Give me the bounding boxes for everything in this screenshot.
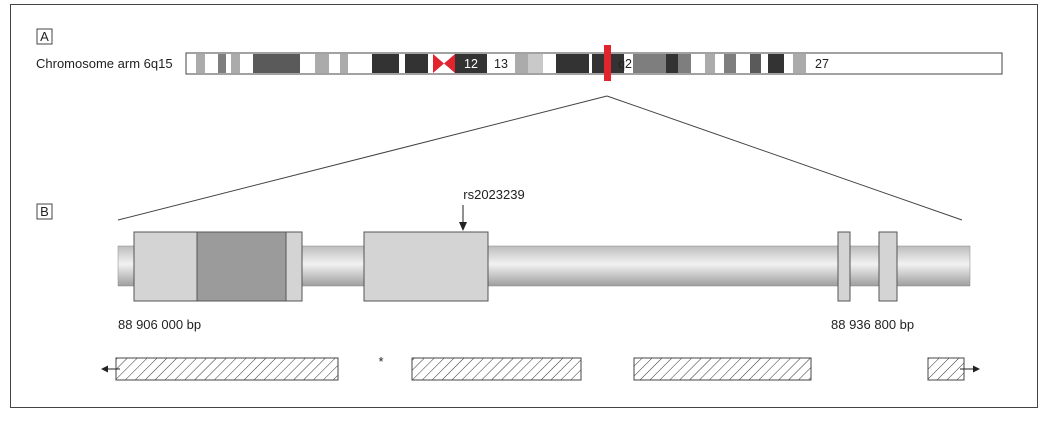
centromere-left bbox=[433, 54, 444, 73]
chromosome-band bbox=[399, 54, 405, 73]
panel-b-label-box bbox=[36, 203, 53, 220]
panel-b: B rs2023239 88 906 000 bp 88 936 800 bp … bbox=[36, 187, 980, 381]
band-27 bbox=[806, 54, 838, 73]
snp-arrow-head bbox=[459, 222, 467, 231]
chromosome-band bbox=[750, 54, 761, 73]
chromosome-band bbox=[329, 54, 340, 73]
chromosome-band bbox=[556, 54, 589, 73]
chromosome-band bbox=[218, 54, 226, 73]
exon-1-end bbox=[285, 231, 303, 302]
chromosome-band bbox=[405, 54, 428, 73]
chromosome-band bbox=[315, 54, 329, 73]
chromosome-outline bbox=[185, 52, 1003, 75]
panel-b-label: B bbox=[40, 204, 49, 219]
chromosome-band bbox=[253, 54, 300, 73]
chromosome-band bbox=[633, 54, 666, 73]
exon-2 bbox=[363, 231, 489, 302]
panel-a-label-box bbox=[36, 28, 53, 45]
band-13 bbox=[487, 54, 515, 73]
snp-label: rs2023239 bbox=[463, 187, 524, 202]
chromosome-band bbox=[515, 54, 528, 73]
chromosome-band bbox=[736, 54, 750, 73]
chromosome-band bbox=[240, 54, 253, 73]
chromosome-band bbox=[226, 54, 231, 73]
chromosome-band bbox=[768, 54, 784, 73]
chromosome-band bbox=[348, 54, 372, 73]
chromosome-band bbox=[666, 54, 678, 73]
band-12 bbox=[455, 54, 487, 73]
chromosome-band bbox=[372, 54, 399, 73]
locus-marker bbox=[604, 45, 611, 81]
chromosome-band bbox=[205, 54, 218, 73]
band-label-13: 13 bbox=[494, 57, 508, 71]
asterisk-marker: * bbox=[378, 354, 383, 369]
band-label-27: 27 bbox=[815, 57, 829, 71]
chromosome-band bbox=[186, 54, 196, 73]
exon-1-dark bbox=[196, 231, 287, 302]
centromere-right bbox=[444, 54, 455, 73]
chromosome-band bbox=[793, 54, 806, 73]
chromosome-band bbox=[528, 54, 543, 73]
chromosome-band bbox=[196, 54, 205, 73]
chromosome-band bbox=[724, 54, 736, 73]
band-q21 bbox=[624, 54, 633, 73]
chromosome-band bbox=[231, 54, 240, 73]
zoom-line-right bbox=[606, 95, 963, 221]
left-arrow-head bbox=[101, 365, 108, 373]
chromosome-band bbox=[784, 54, 793, 73]
chromosome-band bbox=[589, 54, 592, 73]
transcript-region-1 bbox=[115, 357, 339, 381]
chromosome-band bbox=[678, 54, 691, 73]
transcript-region-4 bbox=[927, 357, 965, 381]
chromosome-band bbox=[691, 54, 705, 73]
chromosome-band bbox=[705, 54, 715, 73]
chromosome-band bbox=[543, 54, 556, 73]
transcript-region-3 bbox=[633, 357, 812, 381]
chromosome-label: Chromosome arm 6q15 bbox=[36, 56, 173, 71]
chromosome-band bbox=[340, 54, 348, 73]
start-coordinate: 88 906 000 bp bbox=[118, 317, 201, 332]
chromosome-band bbox=[715, 54, 724, 73]
transcript-region-2 bbox=[411, 357, 582, 381]
chromosome-band bbox=[761, 54, 768, 73]
chromosome-band bbox=[428, 54, 433, 73]
panel-a-label: A bbox=[40, 29, 49, 44]
exon-1-light bbox=[133, 231, 198, 302]
end-coordinate: 88 936 800 bp bbox=[831, 317, 914, 332]
exon-3 bbox=[837, 231, 851, 302]
chromosome-band bbox=[300, 54, 315, 73]
exon-4 bbox=[878, 231, 898, 302]
band-label-12: 12 bbox=[464, 57, 478, 71]
zoom-line-left bbox=[117, 95, 608, 221]
right-arrow-head bbox=[973, 365, 980, 373]
